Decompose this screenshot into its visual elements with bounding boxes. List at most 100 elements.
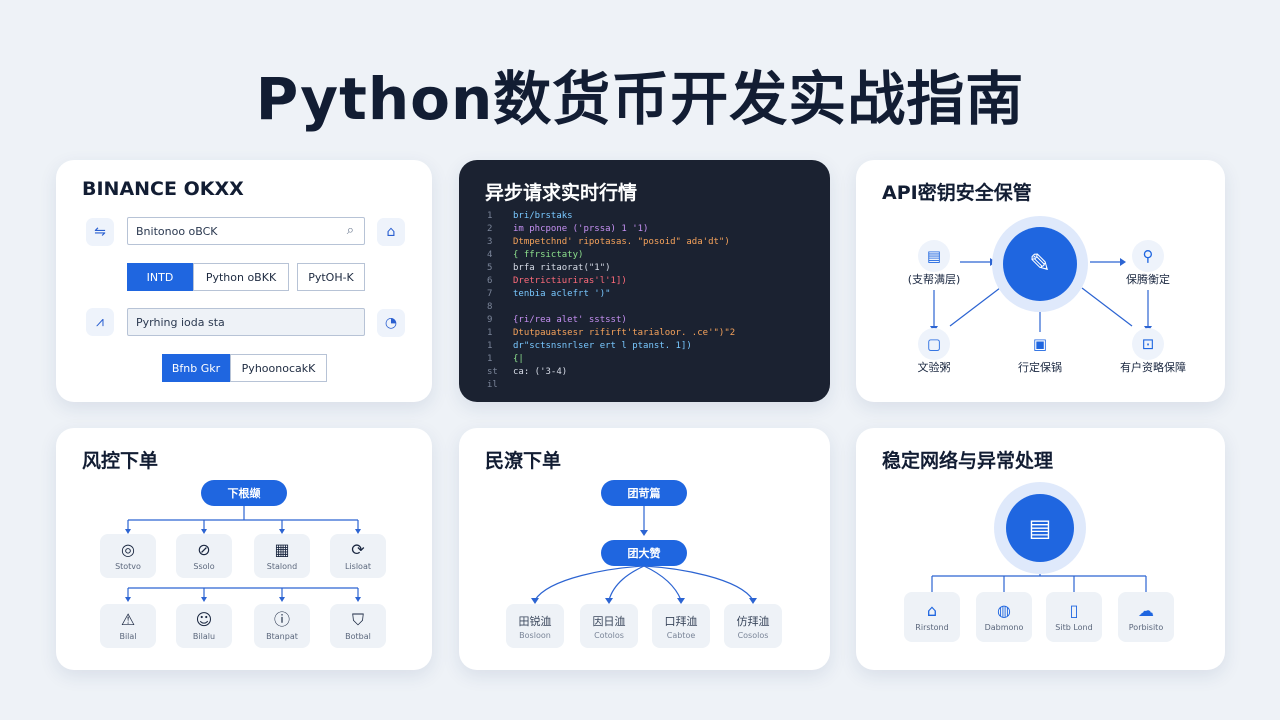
bottom-label-1: 文验粥 <box>917 361 951 374</box>
network-node-label: Porbisito <box>1128 623 1164 632</box>
code-line-text: Dretrictiuriras'l'1]) <box>513 276 627 286</box>
risk-node-label: Bilalu <box>192 632 216 641</box>
code-line: 9 {ri/rea alet' sstsst) <box>487 314 735 327</box>
network-node-3[interactable]: ▯ Sitb Lond <box>1046 592 1102 642</box>
config-input[interactable]: Pyrhing ioda sta <box>127 308 365 336</box>
order-flow-title: 民潦下单 <box>485 450 562 472</box>
wave-icon[interactable]: ⩘ <box>86 308 114 336</box>
code-line: il <box>487 379 735 392</box>
tab-intd[interactable]: INTD <box>127 263 193 291</box>
network-node-1[interactable]: ⌂ Rirstond <box>904 592 960 642</box>
risk-node-1[interactable]: ◎ Stotvo <box>100 534 156 578</box>
network-node-label: Sitb Lond <box>1055 623 1093 632</box>
document-icon: ▯ <box>1069 601 1079 620</box>
mode-python-button[interactable]: PyhoonocakK <box>230 354 327 382</box>
code-line-number: 1 <box>487 211 493 221</box>
shield-icon: ⛉ <box>351 610 364 629</box>
gauge-icon[interactable]: ◔ <box>377 309 405 337</box>
code-line-text: {| <box>513 354 524 364</box>
api-key-card: API密钥安全保管 ✎ ▤ (支帮满层) ⚲ 保腾衡定 ▢ 文验粥 ▣ 行定保锅… <box>856 160 1225 402</box>
order-node-cn: 田锐洫 <box>518 614 552 628</box>
order-node-1[interactable]: 田锐洫 Bosloon <box>506 604 564 648</box>
code-line-number: 4 <box>487 250 493 260</box>
api-key-hub: ✎ <box>992 216 1088 312</box>
search-input-value: Bnitonoo oBCK <box>136 224 218 238</box>
code-line-number: 6 <box>487 276 493 286</box>
network-node-label: Rirstond <box>915 623 949 632</box>
order-node-cn: 仿拜洫 <box>736 614 770 628</box>
network-card: 稳定网络与异常处理 ▤ ⌂ Rirstond ◍ Dabmono ▯ Sitb … <box>856 428 1225 670</box>
tab-pytoh-k[interactable]: PytOH-K <box>297 263 365 291</box>
globe-icon: ◍ <box>997 601 1011 620</box>
code-line-number: 9 <box>487 315 493 325</box>
config-input-value: Pyrhing ioda sta <box>136 315 225 329</box>
mode-active-button[interactable]: Bfnb Gkr <box>162 354 230 382</box>
code-line-number: il <box>487 380 498 390</box>
code-line-text: bri/brstaks <box>513 211 573 221</box>
code-line-number: st <box>487 367 498 377</box>
order-pill-1[interactable]: 团苛篇 <box>601 480 687 506</box>
clock-icon: ◎ <box>121 540 135 559</box>
risk-node-7[interactable]: ⓘ Btanpat <box>254 604 310 648</box>
compass-icon: ⊘ <box>197 540 211 559</box>
code-line-text: Dtutpauatsesr rifirft'tarialoor. .ce'")"… <box>513 328 736 338</box>
order-node-en: Cotolos <box>594 630 624 640</box>
home-icon[interactable]: ⌂ <box>377 218 405 246</box>
order-node-3[interactable]: 口拜洫 Cabtoe <box>652 604 710 648</box>
exchange-brand-label: BINANCE OKXX <box>82 178 244 200</box>
risk-node-label: Stotvo <box>115 562 141 571</box>
lock-box-icon: ▣ <box>1032 335 1048 353</box>
bottom-label-3: 有户资略保障 <box>1120 361 1186 374</box>
order-node-4[interactable]: 仿拜洫 Cosolos <box>724 604 782 648</box>
code-line-number: 7 <box>487 289 493 299</box>
code-line-text: tenbia aclefrt ')" <box>513 289 611 299</box>
network-node-4[interactable]: ☁ Porbisito <box>1118 592 1174 642</box>
warning-icon: ⚠ <box>120 610 136 629</box>
order-node-2[interactable]: 因日洫 Cotolos <box>580 604 638 648</box>
tablet-icon: ▢ <box>918 328 950 360</box>
risk-node-label: Stalond <box>266 562 298 571</box>
home-alert-icon: ⌂ <box>926 601 938 620</box>
risk-node-8[interactable]: ⛉ Botbal <box>330 604 386 648</box>
code-line-text: ca: ('3-4) <box>513 367 568 377</box>
async-quote-title: 异步请求实时行情 <box>485 182 638 204</box>
network-node-label: Dabmono <box>984 623 1024 632</box>
risk-node-label: Botbal <box>345 632 371 641</box>
exchange-config-card: BINANCE OKXX ⇋ Bnitonoo oBCK ⌕ ⌂ INTD Py… <box>56 160 432 402</box>
code-line-text: {ri/rea alet' sstsst) <box>513 315 627 325</box>
server-icon: ▤ <box>1006 494 1074 562</box>
risk-node-2[interactable]: ⊘ Ssolo <box>176 534 232 578</box>
network-node-2[interactable]: ◍ Dabmono <box>976 592 1032 642</box>
api-key-connectors <box>930 258 1152 332</box>
code-line: 1 bri/brstaks <box>487 210 735 223</box>
code-line: 1{| <box>487 353 735 366</box>
risk-control-connectors <box>125 506 361 602</box>
code-line-number: 2 <box>487 224 493 234</box>
search-input[interactable]: Bnitonoo oBCK ⌕ <box>127 217 365 245</box>
risk-node-4[interactable]: ⟳ Lisloat <box>330 534 386 578</box>
order-pill-2[interactable]: 团大赞 <box>601 540 687 566</box>
code-line-number: 8 <box>487 302 493 312</box>
link-icon[interactable]: ⇋ <box>86 218 114 246</box>
risk-top-pill[interactable]: 下根缬 <box>201 480 287 506</box>
order-node-en: Bosloon <box>519 630 551 640</box>
tab-python-okk[interactable]: Python oBKK <box>193 263 289 291</box>
order-flow-card: 民潦下单 团苛篇 团大赞 田锐洫 Bosloon 因日洫 Cotolos 口拜洫… <box>459 428 830 670</box>
risk-node-label: Btanpat <box>266 632 298 641</box>
grid-icon: ▦ <box>274 540 290 559</box>
search-icon[interactable]: ⌕ <box>346 223 354 238</box>
risk-node-5[interactable]: ⚠ Bilal <box>100 604 156 648</box>
monitor-icon: ⊡ <box>1132 328 1164 360</box>
network-title: 稳定网络与异常处理 <box>882 450 1054 472</box>
code-line: 6 Dretrictiuriras'l'1]) <box>487 275 735 288</box>
left-node-label: (支帮满层) <box>907 273 961 286</box>
network-hub: ▤ <box>994 482 1086 574</box>
risk-node-3[interactable]: ▦ Stalond <box>254 534 310 578</box>
code-line-text: brfa ritaorat("1") <box>513 263 611 273</box>
risk-node-6[interactable]: ☺ Bilalu <box>176 604 232 648</box>
right-node-label: 保腾衡定 <box>1126 273 1170 286</box>
